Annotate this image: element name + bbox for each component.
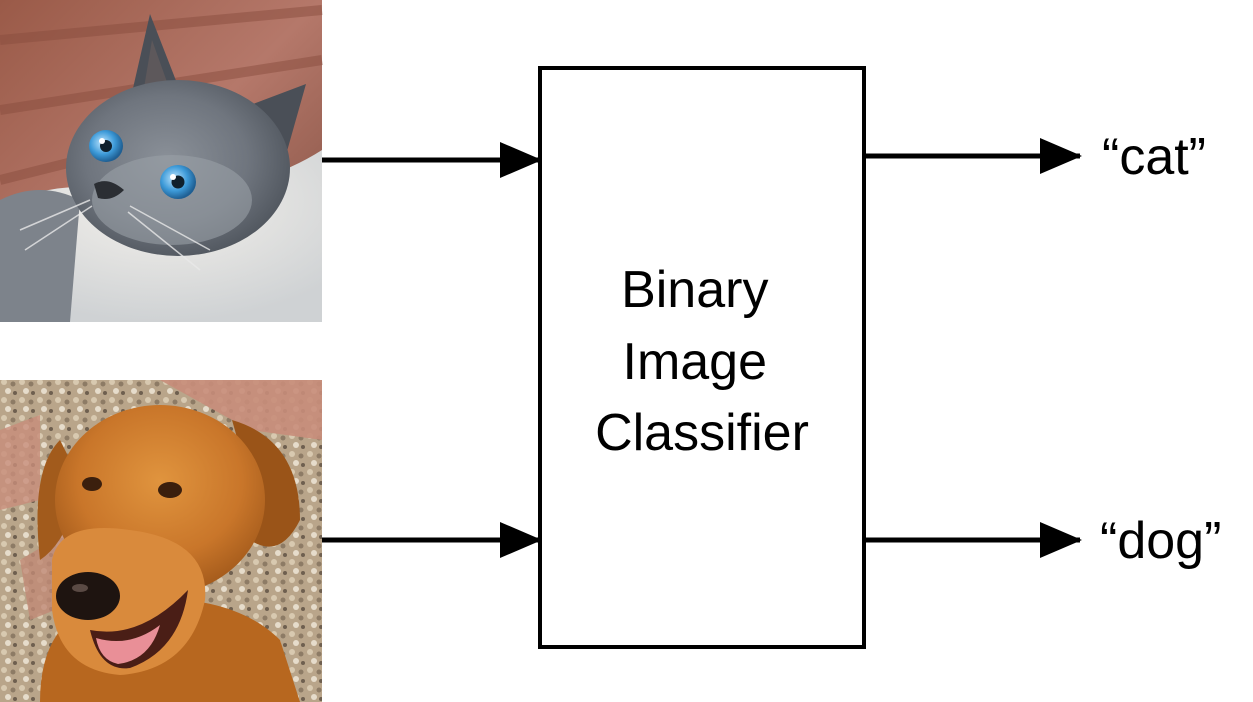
cat-output-label: “cat” <box>1102 128 1206 186</box>
classifier-box <box>538 66 866 649</box>
classifier-label: Binary Image Classifier <box>595 261 809 462</box>
classifier-label-line-3: Classifier <box>595 404 809 462</box>
dog-photo-icon <box>0 380 322 702</box>
classifier-label-line-2: Image <box>623 333 768 391</box>
cat-photo-icon <box>0 0 323 322</box>
classifier-label-line-1: Binary <box>621 261 768 319</box>
dog-output-label: “dog” <box>1100 512 1221 570</box>
